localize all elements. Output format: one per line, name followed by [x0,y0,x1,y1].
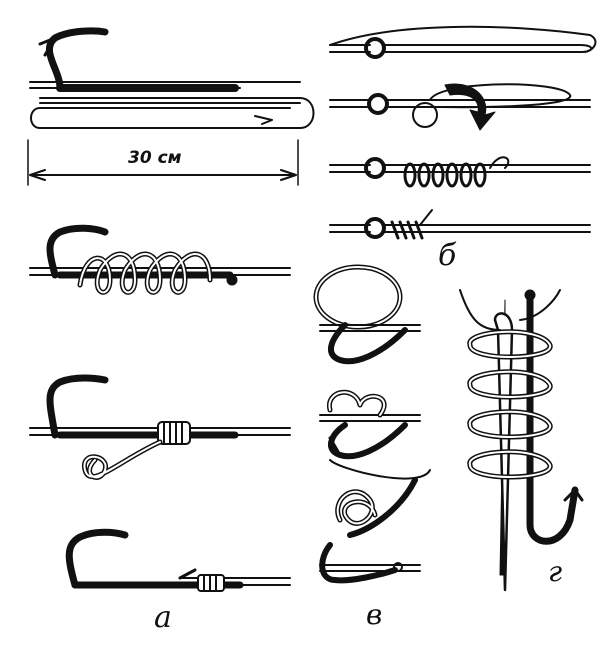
panel-label-b: б [438,238,457,273]
panel-a-step4 [65,528,291,592]
panel-a-step3 [29,374,291,480]
panel-b [329,25,597,240]
panel-v [313,264,431,584]
length-label: 30 см [128,148,182,168]
panel-a-step2 [29,224,291,295]
panel-label-a: а [154,600,172,635]
panel-a-step1 [27,27,315,186]
panel-label-v: в [366,598,383,631]
panel-g [459,289,584,592]
panel-label-g: г [548,555,563,588]
